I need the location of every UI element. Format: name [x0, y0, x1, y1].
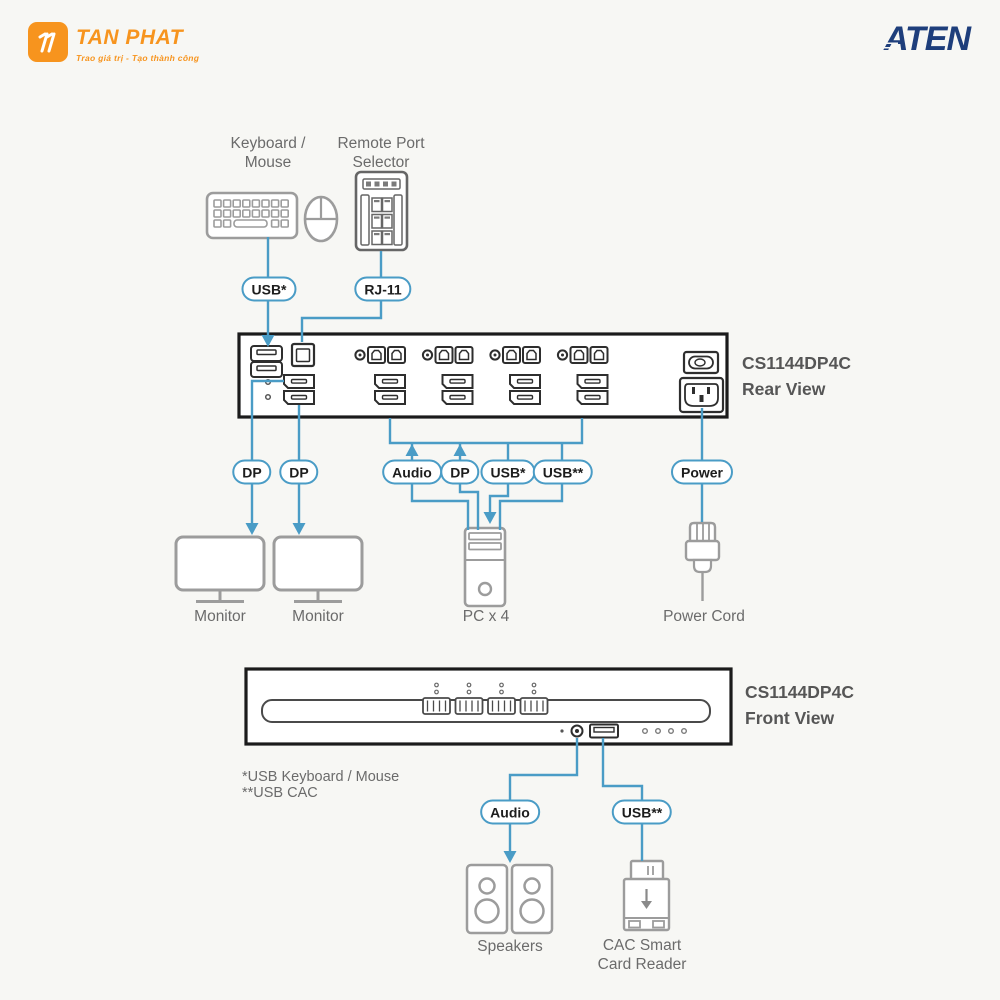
tanphat-logo-text: TAN PHAT [76, 26, 184, 49]
aten-logo: ATEN [883, 20, 971, 59]
pill-usb-keyboard: USB* [241, 276, 297, 302]
remote-port-selector-label: Remote Port Selector [337, 135, 425, 171]
pc-label: PC x 4 [462, 608, 510, 625]
pill-dp-right: DP [279, 459, 319, 485]
pill-audio: Audio [382, 459, 442, 485]
pill-front-audio: Audio [480, 799, 540, 825]
tanphat-tagline: Trao giá trị - Tạo thành công [76, 53, 200, 63]
tanphat-logo-icon [28, 22, 68, 62]
speakers-icon [465, 863, 554, 935]
monitor-left-icon [174, 535, 266, 603]
tanphat-logo: TAN PHAT Trao giá trị - Tạo thành công [28, 22, 199, 63]
power-cord-label: Power Cord [663, 608, 745, 625]
pill-power: Power [670, 459, 734, 485]
pill-usb-double-star: USB** [532, 459, 594, 485]
speakers-label: Speakers [477, 938, 543, 955]
pc-tower-icon [463, 526, 507, 608]
remote-port-selector-icon [354, 170, 409, 252]
pill-dp-pc: DP [440, 459, 480, 485]
footnote-usb-cac: **USB CAC [242, 785, 318, 801]
footnote-usb-keyboard: *USB Keyboard / Mouse [242, 769, 400, 785]
pill-usb-star: USB* [480, 459, 536, 485]
pill-front-usb-cac: USB** [611, 799, 673, 825]
power-cord-icon [684, 521, 721, 601]
keyboard-icon [205, 191, 299, 240]
kvm-rear-device [237, 332, 729, 419]
monitor-right-label: Monitor [292, 608, 344, 625]
monitor-left-label: Monitor [194, 608, 246, 625]
front-view-title: CS1144DP4C Front View [745, 682, 854, 728]
cac-smart-card-reader-icon [622, 859, 671, 932]
cac-reader-label: CAC Smart Card Reader [597, 937, 687, 973]
pill-dp-left: DP [232, 459, 272, 485]
connection-arrowheads [245, 335, 517, 863]
rear-view-title: CS1144DP4C Rear View [742, 353, 851, 399]
footnotes: *USB Keyboard / Mouse **USB CAC [242, 769, 399, 801]
aten-logo-stripes [883, 41, 898, 53]
pill-rj11: RJ-11 [354, 276, 412, 302]
keyboard-mouse-label: Keyboard / Mouse [230, 135, 306, 171]
mouse-icon [303, 195, 339, 243]
aten-logo-text: ATEN [884, 20, 971, 58]
monitor-right-icon [272, 535, 364, 603]
kvm-front-device [244, 667, 733, 746]
